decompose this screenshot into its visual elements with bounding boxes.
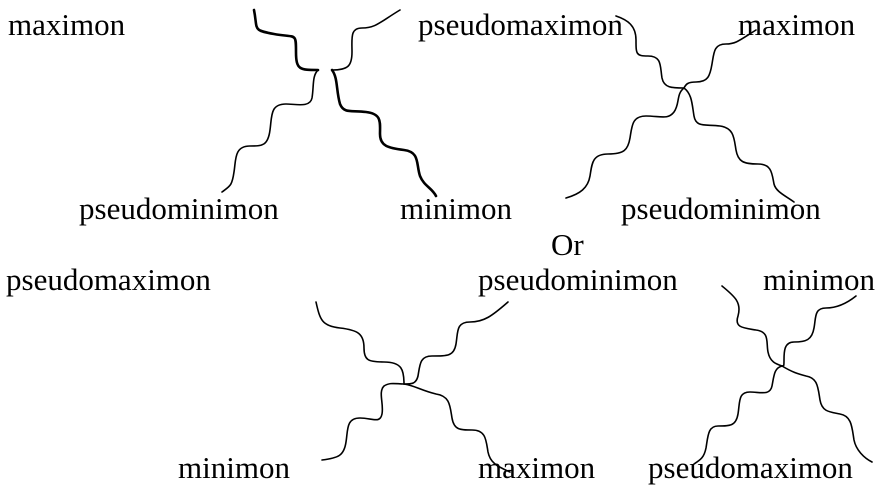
wavy-line-top-left-upper-left bbox=[252, 8, 320, 72]
vertex-top-left bbox=[221, 8, 438, 198]
label-bottom-left-pseudomaximon: pseudomaximon bbox=[6, 262, 211, 297]
label-top-right-pseudominimon: pseudominimon bbox=[621, 191, 821, 226]
wavy-line-bottom-left-lower-right bbox=[403, 383, 511, 473]
wavy-line-top-left-upper-right bbox=[331, 9, 401, 71]
wavy-line-top-right-lower-left bbox=[565, 87, 685, 199]
wavy-line-bottom-right-upper-right bbox=[781, 295, 857, 367]
label-top-left-pseudominimon: pseudominimon bbox=[79, 191, 279, 226]
wavy-line-top-right-lower-right bbox=[683, 87, 795, 203]
wavy-line-top-left-lower-left bbox=[221, 69, 319, 193]
label-bottom-left-pseudominimon: pseudominimon bbox=[478, 262, 678, 297]
wavy-line-bottom-right-upper-left bbox=[721, 285, 783, 367]
label-top-left-pseudomaximon: pseudomaximon bbox=[418, 7, 623, 42]
wavy-line-bottom-right-lower-left bbox=[693, 365, 783, 465]
vertex-top-right bbox=[565, 15, 795, 203]
label-top-left-minimon: minimon bbox=[400, 191, 512, 226]
label-bottom-left-minimon: minimon bbox=[178, 450, 290, 485]
wavy-line-top-right-upper-left bbox=[615, 15, 685, 89]
wavy-line-bottom-left-upper-left bbox=[315, 301, 405, 385]
wavy-line-bottom-left-upper-right bbox=[403, 301, 509, 385]
wavy-line-bottom-left-lower-left bbox=[321, 382, 405, 461]
wavy-line-bottom-right-lower-right bbox=[781, 365, 873, 463]
label-top-right-maximon: maximon bbox=[738, 7, 856, 42]
wavy-line-top-right-upper-right bbox=[683, 29, 757, 89]
label-bottom-left-maximon: maximon bbox=[478, 450, 596, 485]
label-bottom-right-pseudomaximon: pseudomaximon bbox=[648, 450, 853, 485]
vertex-bottom-right bbox=[693, 285, 873, 465]
vertex-bottom-left bbox=[315, 301, 511, 473]
wavy-line-top-left-lower-right bbox=[330, 68, 438, 198]
label-top-left-maximon: maximon bbox=[8, 7, 126, 42]
label-bottom-right-minimon: minimon bbox=[763, 262, 875, 297]
separator-or: Or bbox=[551, 227, 584, 262]
